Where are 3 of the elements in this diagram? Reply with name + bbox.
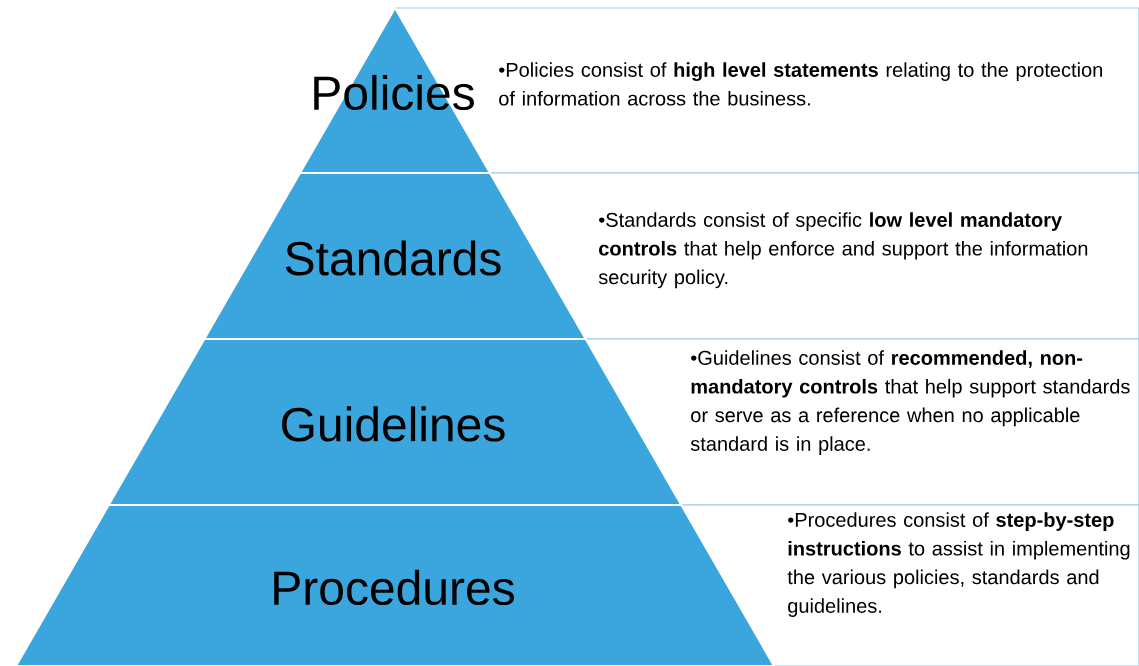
pyramid-tier: Guidelines [107,338,684,506]
node-label: •Standards consist of specific low level mandatory controls that help enforce and support the information security policy. [598,212,1088,289]
node-label: •Guidelines consist of recommended, non-mandatory controls that help support standards or serve as a reference when no applicable standard is in place. [690,350,1130,455]
